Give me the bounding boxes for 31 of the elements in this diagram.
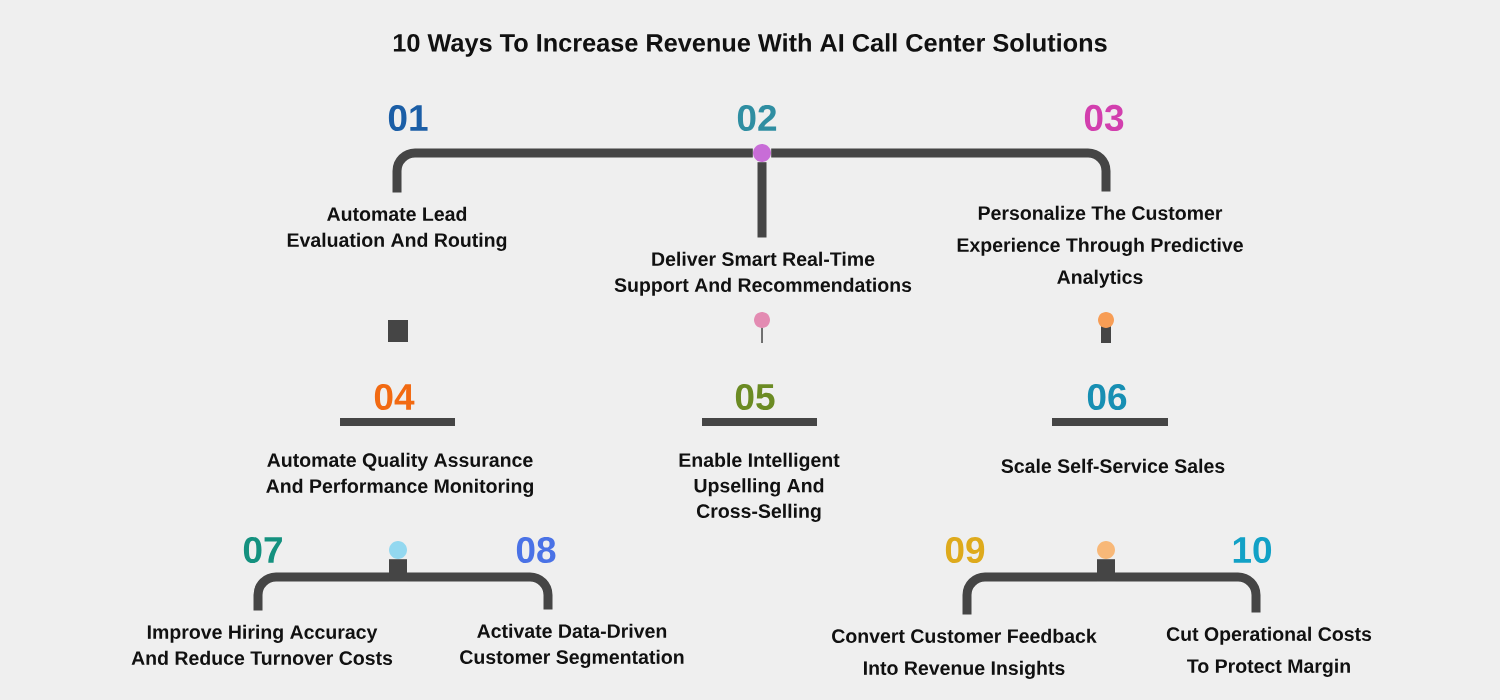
step-description: Deliver Smart Real-Time Support And Recommendations — [614, 251, 912, 296]
connector-line — [253, 572, 389, 611]
step-number: 09 — [945, 536, 985, 564]
step-description: Automate Lead Evaluation And Routing — [287, 206, 507, 251]
step-number: 05 — [735, 383, 775, 411]
junction-dot — [753, 144, 771, 162]
step-description: Automate Quality Assurance And Performance Monitoring — [266, 452, 533, 497]
step-description: Scale Self-Service Sales — [1001, 458, 1225, 473]
step-description: Personalize The Customer Experience Through Predictive Analytics — [957, 205, 1243, 288]
step-description: Enable Intelligent Upselling And Cross-Selling — [679, 452, 840, 522]
step-number: 02 — [737, 104, 777, 132]
step-description: Activate Data-Driven Customer Segmentation — [460, 623, 684, 668]
step-number: 07 — [243, 536, 282, 564]
step-number: 04 — [374, 383, 415, 411]
step-number: 01 — [388, 104, 428, 132]
junction-dot — [1097, 541, 1115, 559]
step-number: 06 — [1087, 383, 1127, 411]
step-number: 10 — [1233, 536, 1272, 564]
step-description: Improve Hiring Accuracy And Reduce Turnover Costs — [131, 624, 393, 665]
connector-line — [1115, 572, 1261, 613]
connector-line — [1097, 559, 1115, 582]
connector-line — [962, 572, 1097, 615]
step-number: 03 — [1084, 104, 1124, 132]
connector-line — [389, 559, 407, 582]
connector-line — [757, 162, 767, 238]
step-description: Convert Customer Feedback Into Revenue Insights — [832, 628, 1097, 679]
title: 10 Ways To Increase Revenue With AI Call Center Solutions — [393, 33, 1107, 57]
step-description: Cut Operational Costs To Protect Margin — [1166, 626, 1372, 677]
step-number: 08 — [516, 536, 556, 564]
junction-dot — [389, 541, 407, 559]
connector-line — [407, 572, 553, 610]
